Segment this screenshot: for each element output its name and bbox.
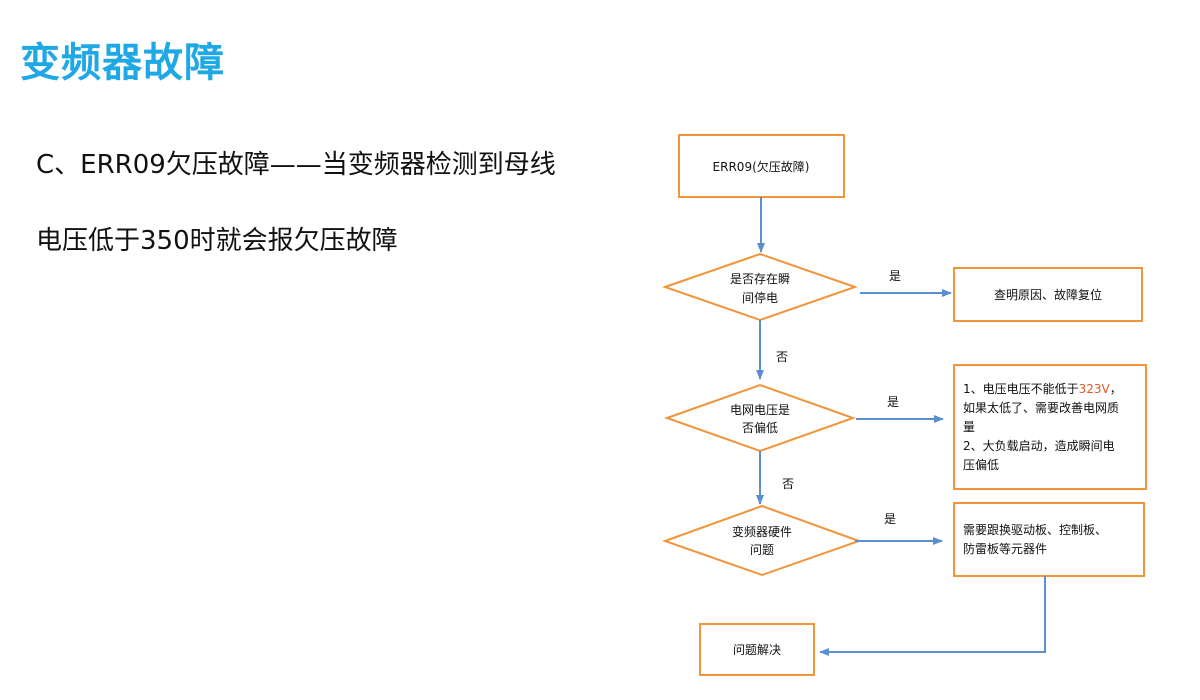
d2-no-label: 否 xyxy=(782,477,794,491)
decision-grid-voltage: 电网电压是 否偏低 xyxy=(664,383,856,453)
d1-no-label: 否 xyxy=(776,350,788,364)
decision2-line1: 电网电压是 xyxy=(730,403,790,417)
result2-line5: 压偏低 xyxy=(963,457,999,472)
voltage-value: 323V xyxy=(1079,382,1111,396)
decision3-line2: 问题 xyxy=(750,543,774,557)
decision-hardware: 变频器硬件 问题 xyxy=(662,504,862,577)
result-reset-box: 查明原因、故障复位 xyxy=(953,267,1143,322)
result2-line2: 如果太低了、需要改善电网质 xyxy=(963,400,1119,415)
start-label: ERR09(欠压故障) xyxy=(713,159,810,174)
arrow-result3-to-end xyxy=(819,576,1046,656)
result3-line1: 需要跟换驱动板、控制板、 xyxy=(963,523,1107,537)
d3-yes-label: 是 xyxy=(884,512,896,526)
d1-yes-label: 是 xyxy=(889,269,901,283)
result-hardware-box: 需要跟换驱动板、控制板、 防雷板等元器件 xyxy=(953,502,1145,577)
d2-yes-label: 是 xyxy=(887,395,899,409)
start-box: ERR09(欠压故障) xyxy=(678,134,845,198)
decision3-line1: 变频器硬件 xyxy=(732,524,792,539)
description-line-2: 电压低于350时就会报欠压故障 xyxy=(36,226,398,256)
decision1-line1: 是否存在瞬 xyxy=(730,272,790,286)
result3-line2: 防雷板等元器件 xyxy=(963,541,1047,556)
slide-title: 变频器故障 xyxy=(20,40,225,86)
end-box: 问题解决 xyxy=(699,623,815,676)
result1-label: 查明原因、故障复位 xyxy=(994,287,1102,302)
result2-line4: 2、大负载启动，造成瞬间电 xyxy=(963,439,1115,453)
result-grid-voltage-box: 1、电压电压不能低于323V， 如果太低了、需要改善电网质 量 2、大负载启动，… xyxy=(953,364,1147,490)
decision2-line2: 否偏低 xyxy=(742,420,778,435)
result2-line3: 量 xyxy=(963,420,975,434)
end-label: 问题解决 xyxy=(733,643,781,657)
decision1-line2: 间停电 xyxy=(742,290,778,305)
decision-power-outage: 是否存在瞬 间停电 xyxy=(661,252,859,322)
result2-line1: 1、电压电压不能低于323V， xyxy=(963,382,1122,396)
description-line-1: C、ERR09欠压故障——当变频器检测到母线 xyxy=(36,150,556,180)
